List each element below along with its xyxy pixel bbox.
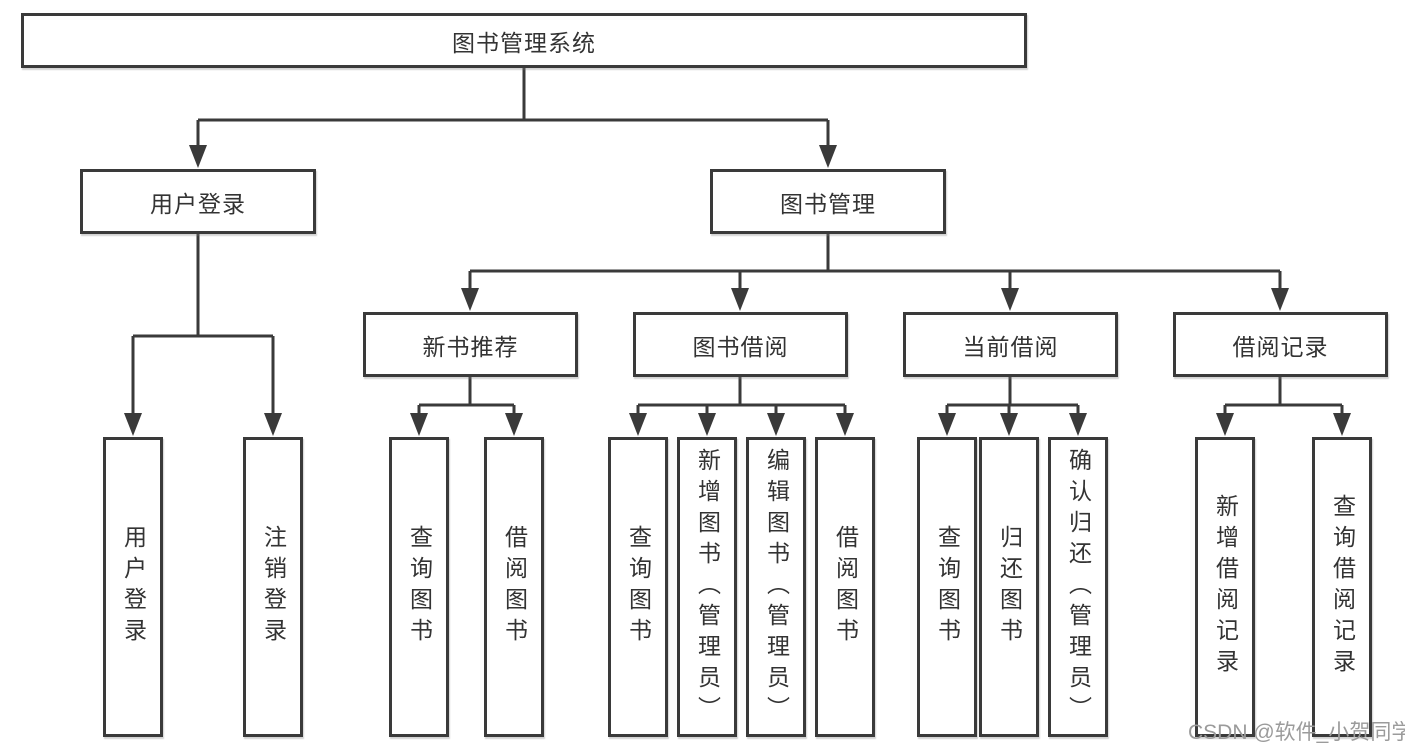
node-new-book-recommendation: 新书推荐 bbox=[363, 312, 578, 377]
arrowhead-icon bbox=[698, 413, 716, 436]
node-book-borrowing-label: 图书借阅 bbox=[692, 333, 789, 360]
leaf-add-borrow-record-label: 新增借阅记录 bbox=[1212, 494, 1239, 680]
leaf-add-books-admin: 新增图书（管理员） bbox=[677, 437, 737, 737]
leaf-query-books-current: 查询图书 bbox=[917, 437, 977, 737]
connector-root-to-level2 bbox=[189, 68, 837, 168]
arrowhead-icon bbox=[1000, 413, 1018, 436]
arrowhead-icon bbox=[767, 413, 785, 436]
connector-borrowing-children bbox=[629, 377, 854, 436]
node-book-management-label: 图书管理 bbox=[780, 190, 876, 217]
leaf-query-borrow-record: 查询借阅记录 bbox=[1312, 437, 1372, 737]
node-borrowing-records: 借阅记录 bbox=[1173, 312, 1388, 377]
arrowhead-icon bbox=[189, 145, 207, 168]
connector-login-children bbox=[124, 234, 282, 436]
leaf-confirm-return-admin-label: 确认归还（管理员） bbox=[1065, 447, 1092, 727]
arrowhead-icon bbox=[1271, 288, 1289, 311]
watermark: CSDN @软件_小贺同学 bbox=[1188, 721, 1405, 744]
arrowhead-icon bbox=[124, 413, 142, 436]
node-user-login: 用户登录 bbox=[80, 169, 316, 234]
leaf-query-books-recommend-label: 查询图书 bbox=[406, 525, 433, 649]
arrowhead-icon bbox=[819, 145, 837, 168]
leaf-add-books-admin-label: 新增图书（管理员） bbox=[694, 447, 721, 727]
arrowhead-icon bbox=[1216, 413, 1234, 436]
leaf-return-books-label: 归还图书 bbox=[996, 525, 1023, 649]
leaf-query-borrow-record-label: 查询借阅记录 bbox=[1329, 494, 1356, 680]
connector-management-to-sections bbox=[461, 234, 1289, 311]
leaf-borrow-books-recommend: 借阅图书 bbox=[484, 437, 544, 737]
arrowhead-icon bbox=[731, 288, 749, 311]
node-book-management: 图书管理 bbox=[710, 169, 946, 234]
leaf-edit-books-admin: 编辑图书（管理员） bbox=[746, 437, 806, 737]
node-current-borrowing: 当前借阅 bbox=[903, 312, 1118, 377]
leaf-borrow-books-borrowing-label: 借阅图书 bbox=[832, 525, 859, 649]
arrowhead-icon bbox=[264, 413, 282, 436]
node-new-book-recommendation-label: 新书推荐 bbox=[422, 333, 519, 360]
arrowhead-icon bbox=[1333, 413, 1351, 436]
arrowhead-icon bbox=[505, 413, 523, 436]
leaf-logout-label: 注销登录 bbox=[260, 525, 287, 649]
leaf-logout: 注销登录 bbox=[243, 437, 303, 737]
node-root-label: 图书管理系统 bbox=[452, 29, 596, 56]
connector-newbook-children bbox=[410, 377, 523, 436]
leaf-borrow-books-recommend-label: 借阅图书 bbox=[501, 525, 528, 649]
leaf-query-books-recommend: 查询图书 bbox=[389, 437, 449, 737]
arrowhead-icon bbox=[1001, 288, 1019, 311]
node-user-login-label: 用户登录 bbox=[150, 190, 246, 217]
leaf-add-borrow-record: 新增借阅记录 bbox=[1195, 437, 1255, 737]
leaf-query-books-borrowing-label: 查询图书 bbox=[625, 525, 652, 649]
leaf-user-login: 用户登录 bbox=[103, 437, 163, 737]
leaf-confirm-return-admin: 确认归还（管理员） bbox=[1048, 437, 1108, 737]
arrowhead-icon bbox=[410, 413, 428, 436]
arrowhead-icon bbox=[461, 288, 479, 311]
arrowhead-icon bbox=[1069, 413, 1087, 436]
arrowhead-icon bbox=[629, 413, 647, 436]
leaf-query-books-current-label: 查询图书 bbox=[934, 525, 961, 649]
node-root: 图书管理系统 bbox=[21, 13, 1027, 68]
leaf-borrow-books-borrowing: 借阅图书 bbox=[815, 437, 875, 737]
arrowhead-icon bbox=[836, 413, 854, 436]
node-borrowing-records-label: 借阅记录 bbox=[1232, 333, 1329, 360]
leaf-return-books: 归还图书 bbox=[979, 437, 1039, 737]
connector-current-children bbox=[938, 377, 1087, 436]
leaf-edit-books-admin-label: 编辑图书（管理员） bbox=[763, 447, 790, 727]
node-current-borrowing-label: 当前借阅 bbox=[962, 333, 1059, 360]
arrowhead-icon bbox=[938, 413, 956, 436]
leaf-user-login-label: 用户登录 bbox=[120, 525, 147, 649]
connector-records-children bbox=[1216, 377, 1351, 436]
node-book-borrowing: 图书借阅 bbox=[633, 312, 848, 377]
leaf-query-books-borrowing: 查询图书 bbox=[608, 437, 668, 737]
